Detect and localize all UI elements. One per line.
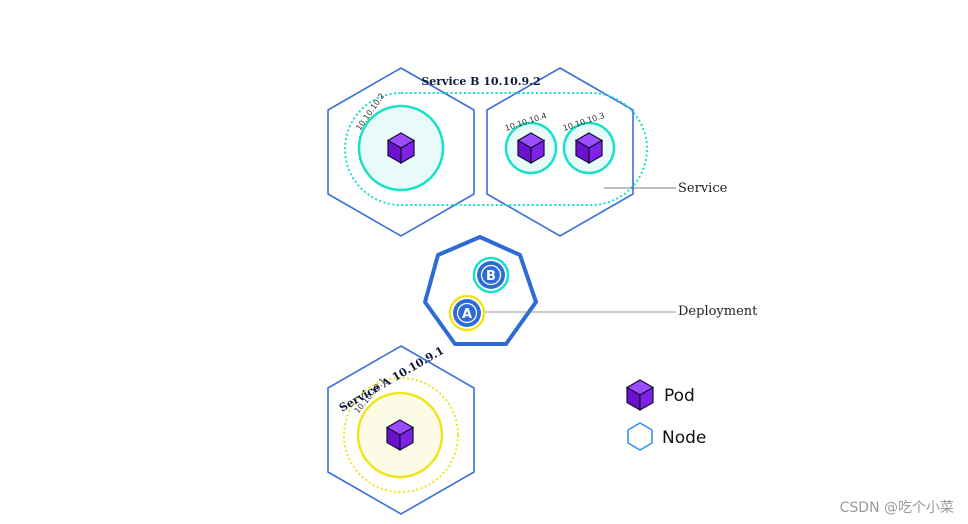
legend-node-label: Node [662, 428, 706, 448]
node-right [486, 67, 634, 237]
badge-b-letter: B [486, 269, 496, 284]
node-bottom [327, 345, 475, 515]
pod-b1 [357, 104, 445, 192]
pod-b3 [562, 121, 616, 175]
service-b-title: Service B 10.10.9.2 [421, 75, 540, 88]
node-left [327, 67, 475, 237]
deployment-heptagon [423, 235, 538, 346]
pod-b2 [504, 121, 558, 175]
legend: Pod Node [626, 379, 706, 451]
legend-pod-icon [626, 379, 654, 411]
pod-a1 [356, 391, 444, 479]
badge-a-letter: A [462, 307, 472, 322]
legend-node-icon [627, 422, 653, 451]
service-callout-label: Service [678, 181, 728, 196]
deployment-badge-b: B [472, 256, 510, 294]
deployment-badge-a: A [448, 294, 486, 332]
deployment-callout-label: Deployment [678, 304, 758, 319]
service-b-boundary [344, 92, 648, 206]
legend-pod-label: Pod [664, 386, 695, 406]
watermark: CSDN @吃个小菜 [840, 500, 954, 516]
service-a-boundary [343, 377, 459, 493]
